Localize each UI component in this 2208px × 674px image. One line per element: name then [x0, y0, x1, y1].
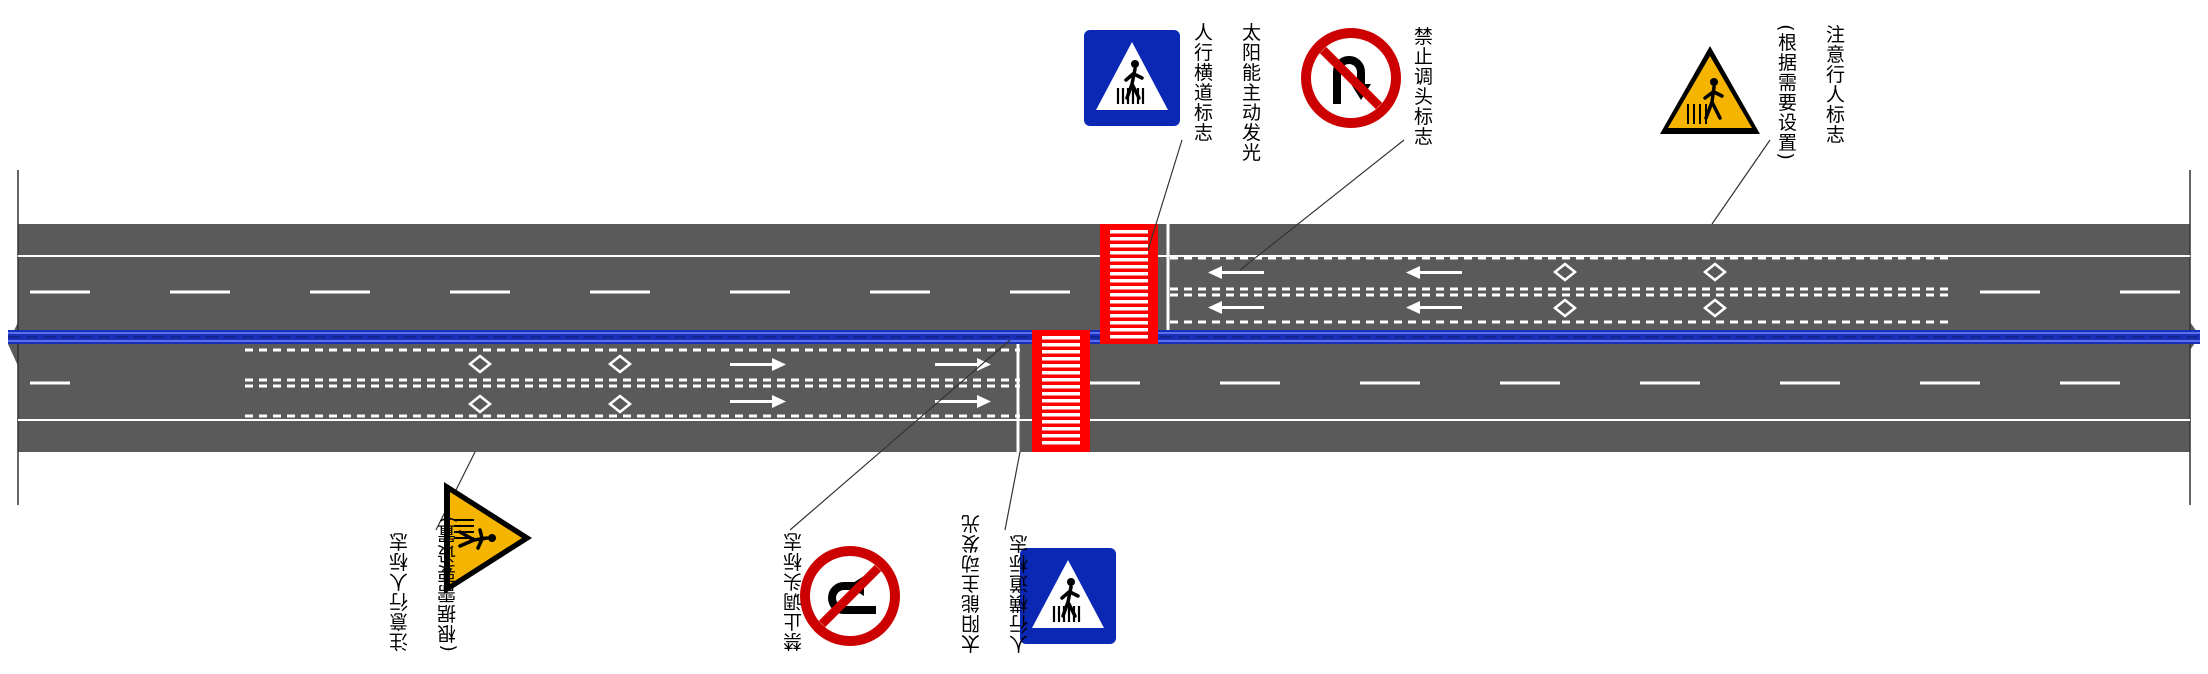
sign-label-bottom-crossing: 太阳能主动发光 人行横道标志	[936, 514, 1032, 668]
arrow-right	[935, 358, 991, 371]
label-line: 太阳能主动发光	[961, 513, 983, 654]
zebra-stripe	[1042, 378, 1080, 382]
zebra-stripe	[1110, 286, 1148, 290]
zebra-stripe	[1042, 343, 1080, 347]
label-line: 人行横道标志	[1191, 22, 1213, 143]
arrow-right	[730, 358, 786, 371]
label-line: 禁止调头标志	[783, 531, 805, 652]
zebra-stripe	[1110, 265, 1148, 269]
crosswalk-upper	[1100, 224, 1158, 344]
zebra-stripe	[1110, 328, 1148, 332]
zebra-stripe	[1042, 413, 1080, 417]
zebra-stripe	[1042, 357, 1080, 361]
zebra-stripe	[1042, 406, 1080, 410]
zebra-stripe	[1110, 314, 1148, 318]
zebra-stripe	[1110, 230, 1148, 234]
sign-label-bottom-no-uturn: 禁止调头标志	[758, 532, 806, 666]
leader-lines	[435, 139, 1771, 531]
label-line: (根据需要设置)	[1775, 24, 1797, 161]
label-line: 太阳能主动发光	[1239, 22, 1261, 163]
arrow-left	[1406, 301, 1462, 314]
lane-dividers	[30, 290, 2180, 385]
arrow-left	[1208, 266, 1264, 279]
zebra-stripe	[1110, 307, 1148, 311]
zebra-stripe	[1042, 441, 1080, 445]
label-line: 人行横道标志	[1009, 533, 1031, 654]
zebra-stripe	[1042, 371, 1080, 375]
zebra-stripe	[1110, 244, 1148, 248]
diamond-markings	[467, 262, 1728, 414]
arrow-left	[1208, 301, 1264, 314]
label-line: (根据需要设置)	[437, 515, 459, 652]
approach-zone-lower	[245, 348, 1020, 418]
zebra-stripe	[1110, 258, 1148, 262]
sign-label-top-warning: 注意行人标志 (根据需要设置)	[1774, 10, 1870, 161]
arrow-left	[1406, 266, 1462, 279]
zebra-stripe	[1042, 364, 1080, 368]
no-u-turn-icon	[800, 546, 900, 646]
road-surface-lower	[18, 338, 2190, 452]
sign-label-top-no-uturn: 禁止调头标志	[1410, 12, 1458, 146]
crosswalk-lower	[1032, 330, 1090, 452]
no-u-turn-icon	[1301, 28, 1401, 128]
zebra-stripe	[1042, 399, 1080, 403]
zebra-stripe	[1110, 237, 1148, 241]
zebra-stripe	[1110, 335, 1148, 339]
zebra-stripe	[1042, 420, 1080, 424]
zebra-stripe	[1042, 392, 1080, 396]
sign-label-top-crossing: 太阳能主动发光 人行横道标志	[1190, 8, 1286, 162]
zebra-stripe	[1042, 350, 1080, 354]
pedestrian-crossing-icon	[1084, 30, 1180, 126]
zebra-stripe	[1110, 272, 1148, 276]
zebra-stripe	[1110, 321, 1148, 325]
zebra-stripe	[1110, 279, 1148, 283]
arrow-right	[935, 395, 991, 408]
approach-zone-upper	[1170, 256, 1950, 324]
pedestrian-crossing-icon	[1020, 548, 1116, 644]
zebra-stripe	[1042, 427, 1080, 431]
zebra-stripe	[1110, 251, 1148, 255]
pedestrian-warning-icon	[444, 482, 532, 594]
label-line: 禁止调头标志	[1411, 26, 1433, 147]
zebra-stripe	[1110, 293, 1148, 297]
zebra-stripe	[1042, 336, 1080, 340]
pedestrian-warning-icon	[1660, 46, 1760, 134]
zebra-stripe	[1042, 385, 1080, 389]
zebra-stripe	[1042, 434, 1080, 438]
label-line: 注意行人标志	[389, 531, 411, 652]
sign-label-bottom-warning: 注意行人标志 (根据需要设置)	[364, 515, 460, 666]
direction-arrows	[730, 266, 1462, 408]
label-line: 注意行人标志	[1823, 24, 1845, 145]
zebra-stripe	[1110, 300, 1148, 304]
arrow-right	[730, 395, 786, 408]
